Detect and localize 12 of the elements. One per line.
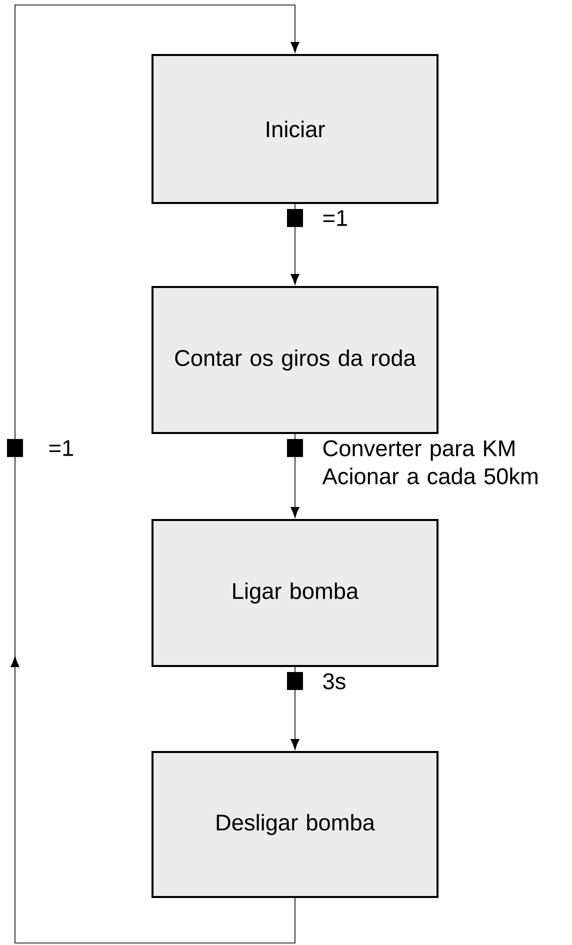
- transition-label: =1: [49, 440, 73, 456]
- arrow: [290, 434, 300, 518]
- transition-label: =1: [323, 210, 347, 226]
- arrow: [290, 204, 300, 285]
- step-box: Desligar bomba: [152, 751, 438, 898]
- step-box: Iniciar: [152, 54, 438, 204]
- arrow: [290, 666, 300, 750]
- step-box: Contar os giros da roda: [152, 286, 438, 434]
- transition-label: 3s: [323, 673, 346, 690]
- transition-label: Converter para KM Acionar a cada 50km: [322, 440, 538, 484]
- arrow: [10, 4, 300, 944]
- step-box: Ligar bomba: [152, 519, 438, 667]
